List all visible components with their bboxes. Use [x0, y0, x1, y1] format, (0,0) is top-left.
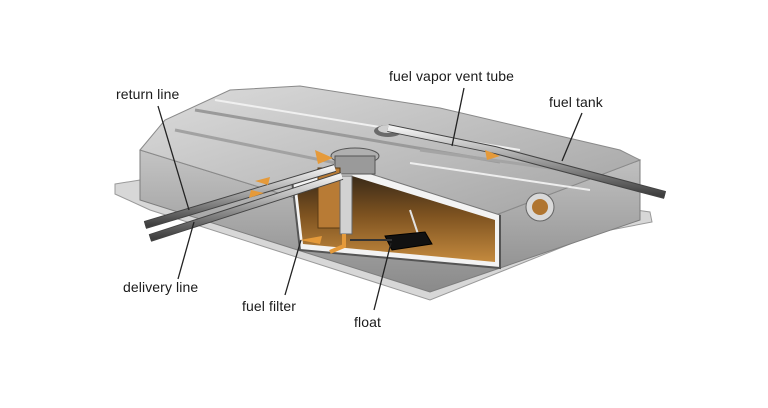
fuel-vapor-vent-tube-label: fuel vapor vent tube — [389, 68, 514, 84]
delivery-line-label: delivery line — [123, 279, 199, 295]
leader-lines — [157, 87, 583, 311]
flow-arrows — [249, 150, 500, 244]
fuel-tank-label: fuel tank — [549, 94, 603, 110]
return-line-label: return line — [116, 86, 180, 102]
fuel-lines — [143, 124, 667, 242]
float — [350, 231, 433, 251]
float-label: float — [354, 314, 381, 330]
fuel-filter-label: fuel filter — [242, 298, 297, 314]
sender-port — [525, 192, 555, 222]
